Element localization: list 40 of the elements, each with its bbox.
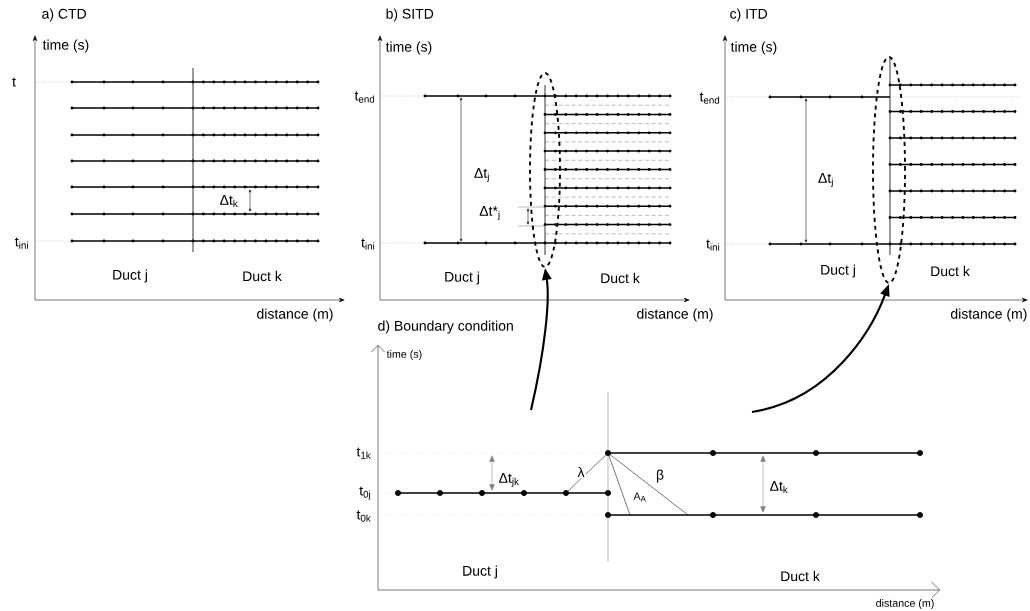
tick-label: t$_{ini}$: [359, 237, 377, 251]
duct-label: Duct j: [110, 268, 150, 284]
interval-label: Δt$_{jk}$: [497, 471, 521, 489]
duct-label: Duct j: [818, 263, 858, 279]
axis-label: distance (m): [949, 307, 1029, 323]
tick-label: t$_{0k}$: [355, 509, 373, 523]
interval-label: Δt$_{j}$: [816, 171, 836, 189]
axis-label: time (s): [385, 348, 424, 362]
duct-label: Duct j: [460, 564, 500, 580]
tick-label: t$_{1k}$: [355, 446, 373, 460]
panel-title: b) SITD: [384, 7, 436, 23]
panel-title: d) Boundary condition: [376, 319, 516, 335]
panel-title: a) CTD: [40, 7, 89, 23]
panel-title: c) ITD: [728, 7, 770, 23]
duct-label: Duct k: [598, 271, 642, 285]
duct-label: Duct k: [240, 269, 284, 283]
axis-label: time (s): [729, 40, 779, 56]
angle-label: λ: [576, 465, 586, 479]
duct-label: Duct k: [778, 569, 822, 583]
tick-label: t$_{end}$: [698, 91, 722, 105]
duct-label: Duct j: [442, 270, 482, 286]
tick-label: t$_{end}$: [353, 90, 377, 104]
axis-label: distance (m): [635, 307, 715, 323]
interval-label: Δt$_{j}$: [472, 166, 492, 184]
duct-label: Duct k: [928, 264, 972, 278]
tick-label: t$_{0j}$: [357, 485, 373, 501]
dashed-ellipse: [872, 56, 906, 284]
tick-label: t: [10, 76, 18, 88]
axis-label: time (s): [384, 40, 434, 56]
axis-label: distance (m): [255, 307, 335, 323]
angle-label: A$_{A}$: [632, 491, 648, 503]
axis-label: distance (m): [874, 597, 936, 611]
axis-label: time (s): [41, 38, 91, 54]
dashed-ellipse: [529, 72, 561, 268]
interval-label: Δt*$_{j}$: [477, 204, 503, 222]
interval-label: Δt$_{k}$: [218, 193, 240, 209]
tick-label: t$_{ini}$: [13, 236, 31, 250]
interval-label: Δt$_{k}$: [768, 479, 790, 495]
tick-label: t$_{ini}$: [704, 238, 722, 252]
angle-label: β: [654, 468, 666, 484]
